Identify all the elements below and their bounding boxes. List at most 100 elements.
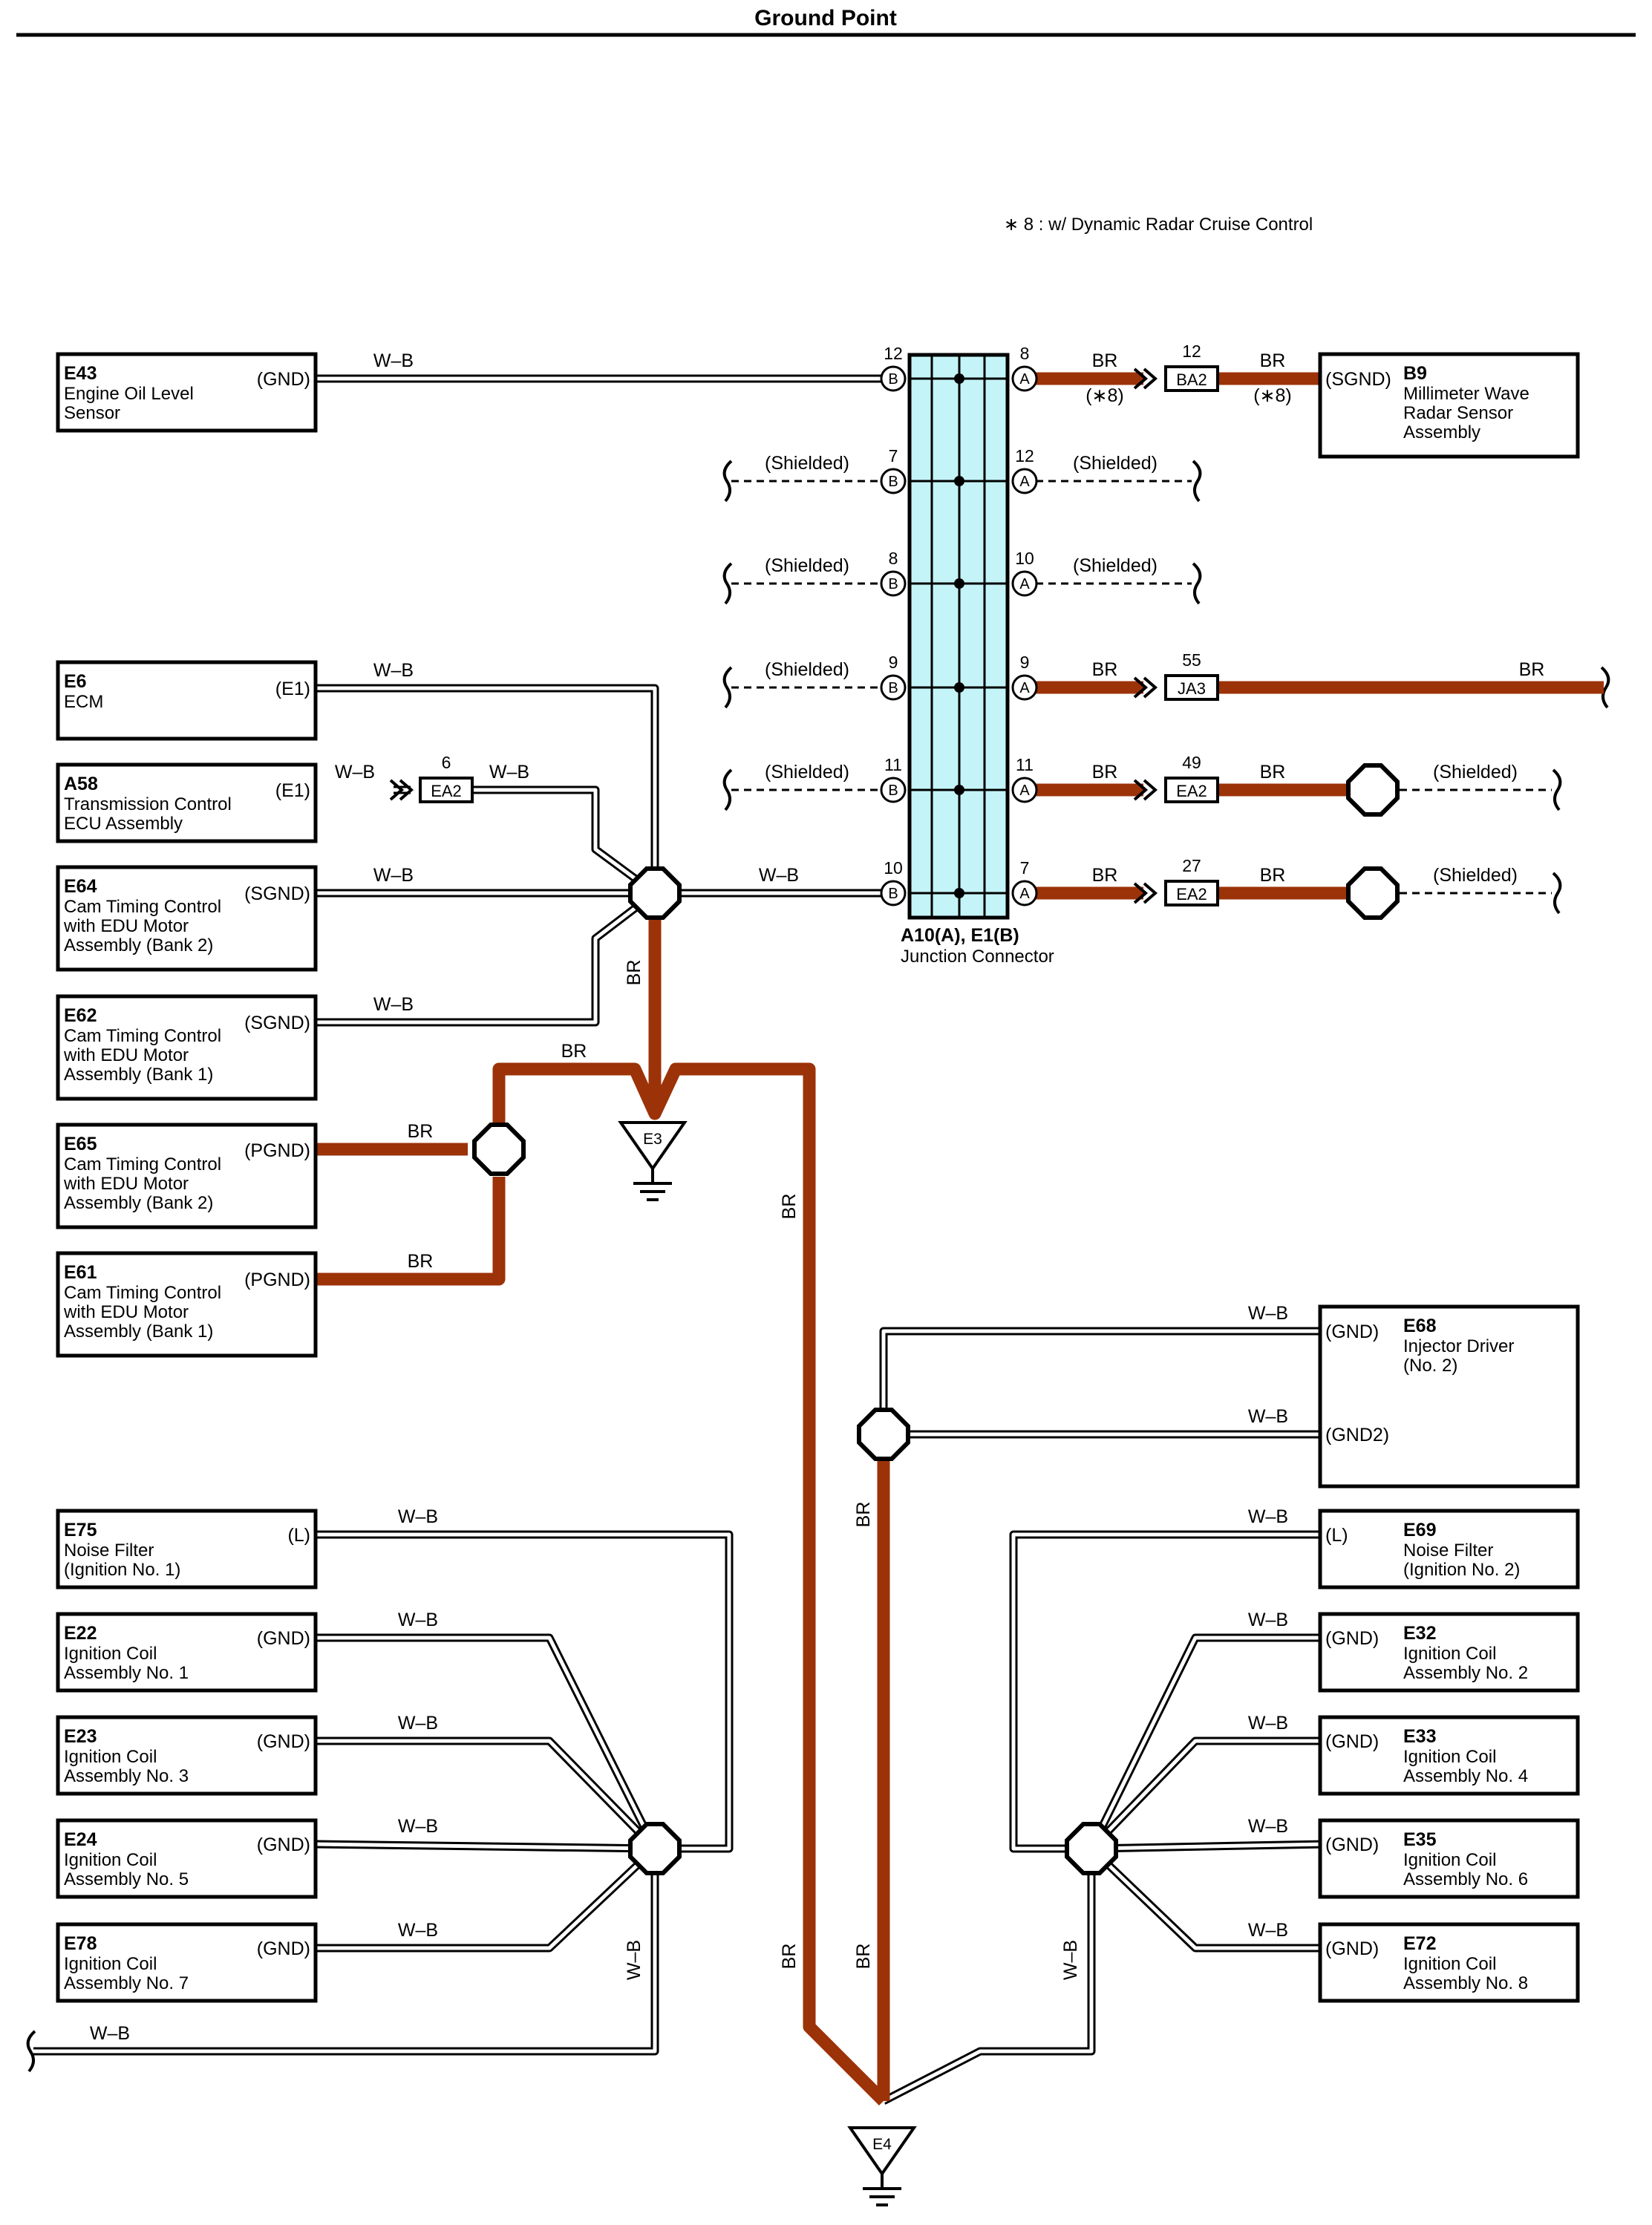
svg-text:A: A xyxy=(1019,680,1030,696)
svg-text:(SGND): (SGND) xyxy=(244,883,310,904)
svg-text:Noise Filter: Noise Filter xyxy=(1403,1540,1493,1561)
svg-text:W–B: W–B xyxy=(398,1506,438,1527)
svg-text:Cam Timing Control: Cam Timing Control xyxy=(64,897,221,917)
svg-text:BR: BR xyxy=(779,1194,800,1220)
svg-text:BR: BR xyxy=(853,1944,874,1970)
svg-text:8: 8 xyxy=(1020,344,1030,363)
svg-text:E6: E6 xyxy=(64,671,87,692)
svg-text:(Ignition No. 2): (Ignition No. 2) xyxy=(1403,1560,1520,1580)
svg-text:BR: BR xyxy=(853,1502,874,1528)
svg-text:(Shielded): (Shielded) xyxy=(1433,865,1518,886)
splice-nodes xyxy=(472,763,1400,1875)
svg-text:Assembly No. 5: Assembly No. 5 xyxy=(64,1869,189,1889)
svg-text:Assembly No. 6: Assembly No. 6 xyxy=(1403,1869,1528,1889)
svg-text:BR: BR xyxy=(1092,659,1118,680)
wb-wires xyxy=(33,374,1326,2105)
svg-text:EA2: EA2 xyxy=(431,782,462,800)
svg-text:with EDU Motor: with EDU Motor xyxy=(63,1174,189,1194)
component-e78: E78 Ignition Coil Assembly No. 7 (GND) xyxy=(56,1922,318,2003)
svg-text:Assembly No. 8: Assembly No. 8 xyxy=(1403,1973,1528,1993)
svg-text:A: A xyxy=(1019,371,1030,388)
svg-text:(SGND): (SGND) xyxy=(244,1013,310,1033)
svg-text:(GND): (GND) xyxy=(257,369,310,390)
svg-text:(GND): (GND) xyxy=(1325,1834,1379,1855)
svg-text:ECM: ECM xyxy=(64,692,103,712)
svg-text:(L): (L) xyxy=(287,1525,310,1546)
svg-text:Transmission Control: Transmission Control xyxy=(64,794,232,814)
svg-text:W–B: W–B xyxy=(398,1816,438,1837)
splice-node xyxy=(472,1123,526,1176)
svg-text:W–B: W–B xyxy=(1248,1610,1288,1630)
component-e62: E62 Cam Timing Control with EDU Motor As… xyxy=(56,994,318,1101)
component-e69: (L) E69 Noise Filter (Ignition No. 2) xyxy=(1318,1509,1580,1589)
svg-text:W–B: W–B xyxy=(1248,1506,1288,1527)
svg-text:10: 10 xyxy=(1015,549,1034,568)
svg-text:W–B: W–B xyxy=(759,865,799,886)
svg-text:BR: BR xyxy=(779,1944,800,1970)
svg-text:(GND): (GND) xyxy=(1325,1321,1379,1342)
svg-text:(Shielded): (Shielded) xyxy=(765,453,849,474)
component-e68: (GND) (GND2) E68 Injector Driver (No. 2) xyxy=(1318,1304,1580,1489)
svg-text:B: B xyxy=(888,371,898,388)
svg-text:E61: E61 xyxy=(64,1262,97,1283)
ground-point-e4: E4 xyxy=(847,2126,917,2206)
svg-text:Assembly: Assembly xyxy=(1403,422,1480,442)
svg-text:(Shielded): (Shielded) xyxy=(765,762,849,782)
svg-text:E3: E3 xyxy=(643,1131,662,1148)
svg-text:EA2: EA2 xyxy=(1176,782,1207,800)
wire-labels: W–B W–B W–B W–B W–B W–B W–B W–B W–B W–B … xyxy=(90,350,1544,2044)
ground-point-e3: E3 xyxy=(618,1121,688,1201)
svg-text:E65: E65 xyxy=(64,1134,97,1154)
svg-text:Assembly No. 7: Assembly No. 7 xyxy=(64,1973,189,1993)
svg-text:W–B: W–B xyxy=(1248,1303,1288,1324)
junction-pin: B 10 xyxy=(880,858,907,906)
svg-text:(GND): (GND) xyxy=(257,1731,310,1752)
svg-text:W–B: W–B xyxy=(373,865,414,886)
component-e72: (GND) E72 Ignition Coil Assembly No. 8 xyxy=(1318,1922,1580,2003)
svg-text:BR: BR xyxy=(408,1121,434,1142)
junction-pin: A 8 xyxy=(1011,344,1038,392)
page-title: Ground Point xyxy=(754,6,897,30)
svg-text:7: 7 xyxy=(1020,858,1030,878)
component-e64: E64 Cam Timing Control with EDU Motor As… xyxy=(56,865,318,972)
junction-pin: A 10 xyxy=(1011,549,1038,597)
splice-node xyxy=(1346,763,1400,817)
svg-text:(PGND): (PGND) xyxy=(244,1140,310,1161)
svg-text:(Shielded): (Shielded) xyxy=(765,659,849,680)
svg-text:W–B: W–B xyxy=(1248,1406,1288,1427)
svg-text:E78: E78 xyxy=(64,1933,97,1954)
svg-text:B: B xyxy=(888,576,898,592)
svg-text:E75: E75 xyxy=(64,1520,97,1540)
svg-text:Ignition Coil: Ignition Coil xyxy=(64,1747,157,1767)
svg-text:E4: E4 xyxy=(872,2136,892,2153)
svg-text:E43: E43 xyxy=(64,363,97,384)
svg-text:B: B xyxy=(888,474,898,490)
svg-text:Radar Sensor: Radar Sensor xyxy=(1403,403,1513,423)
junction-pins-left: B 12 B 7 B 8 B 9 B 11 B 10 xyxy=(880,344,907,906)
svg-text:B9: B9 xyxy=(1403,363,1427,384)
svg-text:W–B: W–B xyxy=(335,762,375,782)
svg-text:W–B: W–B xyxy=(398,1610,438,1630)
svg-text:B: B xyxy=(888,782,898,799)
svg-text:W–B: W–B xyxy=(1248,1713,1288,1734)
svg-text:Injector Driver: Injector Driver xyxy=(1403,1336,1514,1356)
svg-text:BR: BR xyxy=(624,960,644,986)
svg-text:W–B: W–B xyxy=(1060,1940,1081,1980)
inline-connector-ba2: BA2 12 xyxy=(1133,342,1219,392)
svg-text:W–B: W–B xyxy=(373,350,414,371)
svg-text:(E1): (E1) xyxy=(275,780,310,801)
svg-text:Noise Filter: Noise Filter xyxy=(64,1540,154,1561)
svg-text:(GND): (GND) xyxy=(257,1938,310,1959)
svg-text:A: A xyxy=(1019,576,1030,592)
svg-text:W–B: W–B xyxy=(624,1940,644,1980)
svg-text:B: B xyxy=(888,680,898,696)
junction-connector: A10(A), E1(B) Junction Connector xyxy=(901,353,1054,967)
junction-pin: A 7 xyxy=(1011,858,1038,906)
svg-text:Ignition Coil: Ignition Coil xyxy=(64,1954,157,1974)
svg-text:with EDU Motor: with EDU Motor xyxy=(63,916,189,936)
svg-text:with EDU Motor: with EDU Motor xyxy=(63,1302,189,1322)
svg-text:(Shielded): (Shielded) xyxy=(1073,453,1158,474)
svg-text:12: 12 xyxy=(1182,342,1201,361)
svg-text:W–B: W–B xyxy=(398,1920,438,1941)
